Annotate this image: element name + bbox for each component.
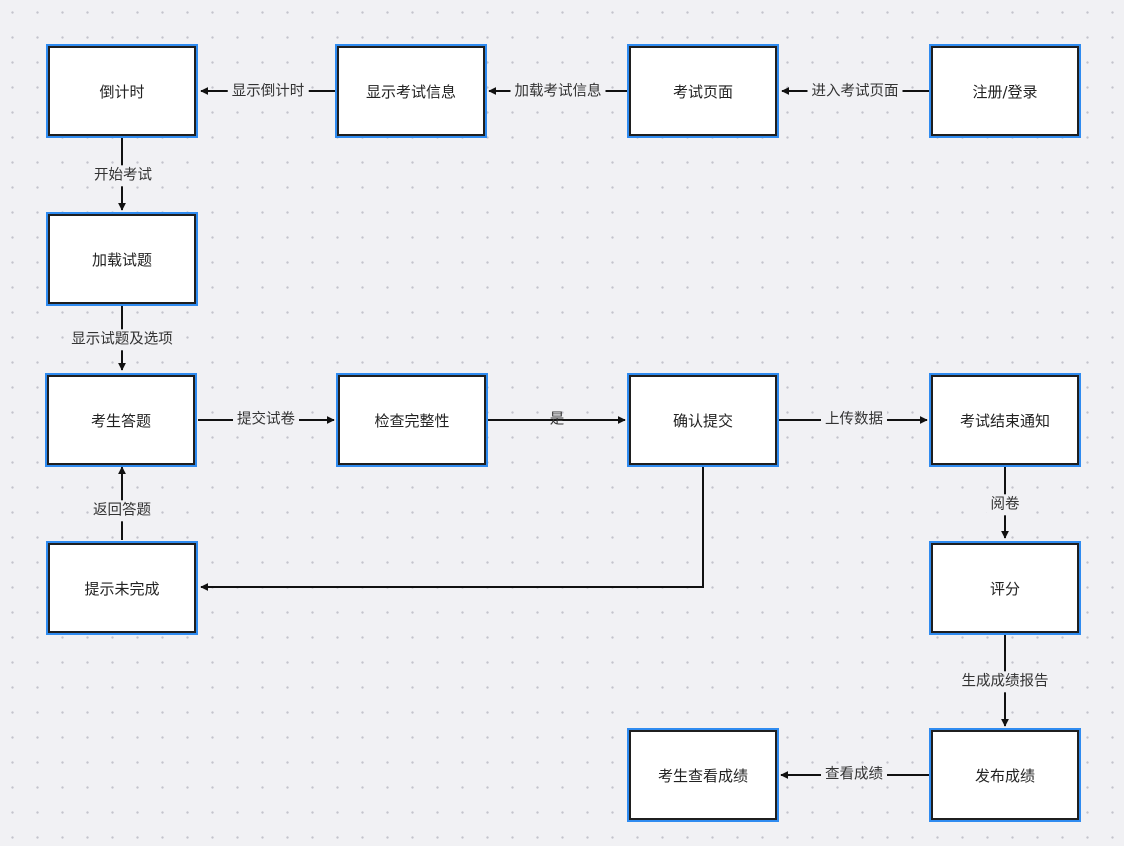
edge-label-notice-to-grading: 阅卷 bbox=[986, 494, 1024, 516]
edge-label-answer-to-check: 提交试卷 bbox=[233, 409, 299, 431]
edge-label-countdown-to-load: 开始考试 bbox=[90, 165, 156, 187]
edge-confirm-to-prompt bbox=[200, 467, 704, 591]
node-exam-end-notice[interactable]: 考试结束通知 bbox=[931, 375, 1079, 465]
node-publish-scores[interactable]: 发布成绩 bbox=[931, 730, 1079, 820]
node-exam-page[interactable]: 考试页面 bbox=[629, 46, 777, 136]
node-view-scores[interactable]: 考生查看成绩 bbox=[629, 730, 777, 820]
node-check-integrity[interactable]: 检查完整性 bbox=[338, 375, 486, 465]
edge-label-confirm-to-notice: 上传数据 bbox=[821, 409, 887, 431]
edge-label-check-to-confirm: 是 bbox=[549, 411, 565, 428]
edge-label-exam-to-info: 加载考试信息 bbox=[510, 81, 606, 103]
edge-label-publish-to-view: 查看成绩 bbox=[821, 764, 887, 786]
node-confirm-submit[interactable]: 确认提交 bbox=[629, 375, 777, 465]
node-countdown[interactable]: 倒计时 bbox=[48, 46, 196, 136]
node-register-login[interactable]: 注册/登录 bbox=[931, 46, 1079, 136]
edge-label-info-to-countdown: 显示倒计时 bbox=[227, 81, 309, 103]
edge-label-grading-to-publish: 生成成绩报告 bbox=[957, 671, 1053, 693]
edge-label-prompt-to-answer: 返回答题 bbox=[89, 500, 155, 522]
edge-label-load-to-answer: 显示试题及选项 bbox=[67, 329, 177, 351]
node-grading[interactable]: 评分 bbox=[931, 543, 1079, 633]
edge-label-login-to-exam: 进入考试页面 bbox=[807, 81, 903, 103]
node-load-questions[interactable]: 加载试题 bbox=[48, 214, 196, 304]
node-show-exam-info[interactable]: 显示考试信息 bbox=[337, 46, 485, 136]
node-prompt-incomplete[interactable]: 提示未完成 bbox=[48, 543, 196, 633]
node-answering[interactable]: 考生答题 bbox=[47, 375, 195, 465]
